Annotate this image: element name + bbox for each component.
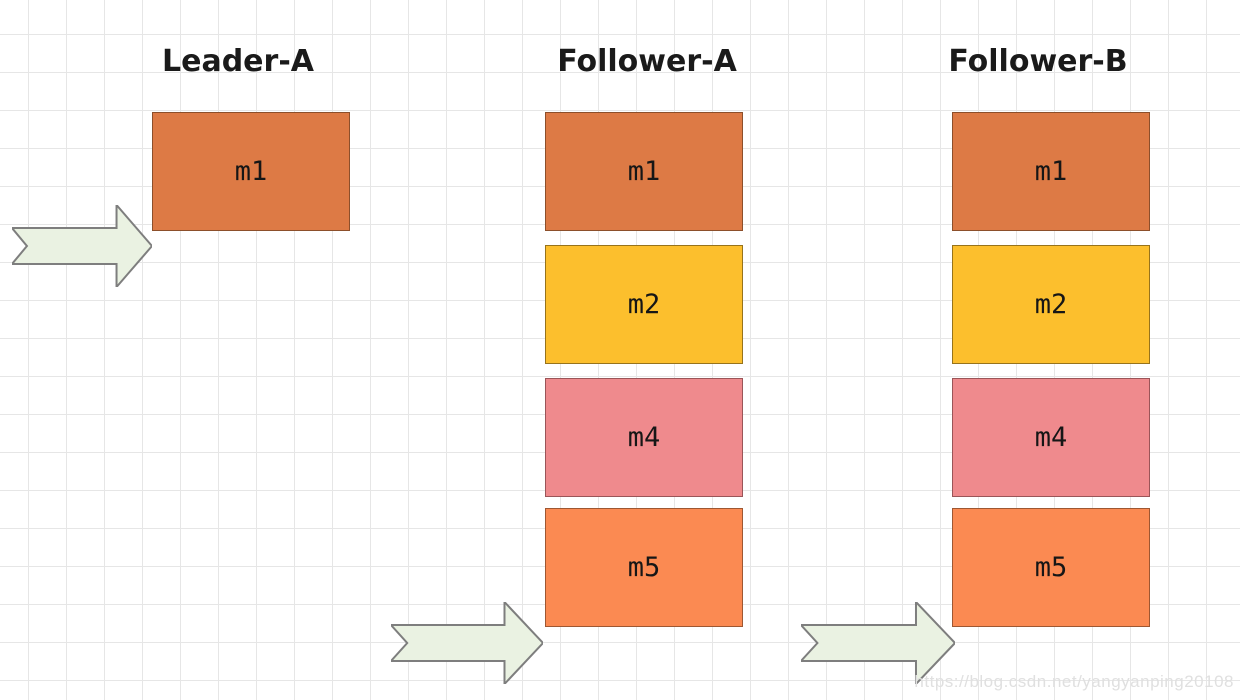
message-label: m1 (627, 156, 661, 187)
message-block-m5: m5 (952, 508, 1150, 627)
message-block-m2: m2 (952, 245, 1150, 364)
message-label: m2 (627, 289, 661, 320)
leader-a-log-column: m1 (152, 0, 350, 700)
message-label: m1 (1034, 156, 1068, 187)
message-block-m4: m4 (952, 378, 1150, 497)
leader-a-write-position-arrow-icon (12, 205, 152, 287)
message-label: m4 (627, 422, 661, 453)
message-block-m1: m1 (952, 112, 1150, 231)
message-block-m1: m1 (152, 112, 350, 231)
follower-a-log-column: m1 m2 m4 m5 (545, 0, 743, 700)
column-title-leader-a: Leader-A (162, 44, 314, 79)
message-block-m4: m4 (545, 378, 743, 497)
message-label: m2 (1034, 289, 1068, 320)
message-label: m5 (1034, 552, 1068, 583)
watermark-url: https://blog.csdn.net/yangyanping20108 (914, 672, 1234, 691)
message-label: m1 (234, 156, 268, 187)
follower-b-log-column: m1 m2 m4 m5 (952, 0, 1150, 700)
follower-b-write-position-arrow-icon (801, 602, 955, 684)
column-title-follower-b: Follower-B (948, 44, 1128, 79)
message-block-m2: m2 (545, 245, 743, 364)
message-label: m5 (627, 552, 661, 583)
message-block-m5: m5 (545, 508, 743, 627)
column-title-follower-a: Follower-A (557, 44, 737, 79)
message-label: m4 (1034, 422, 1068, 453)
follower-a-write-position-arrow-icon (391, 602, 543, 684)
message-block-m1: m1 (545, 112, 743, 231)
